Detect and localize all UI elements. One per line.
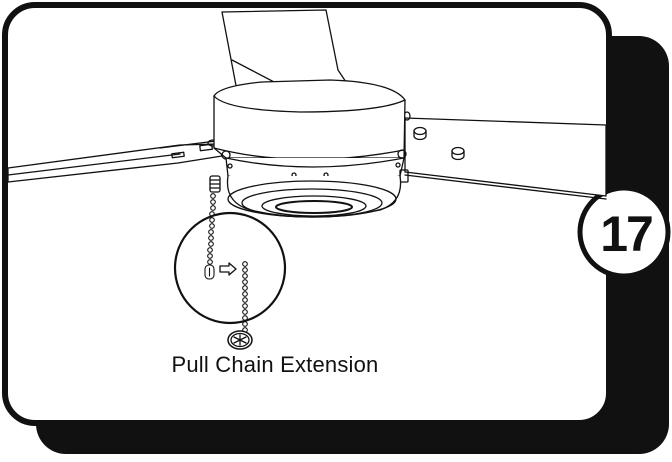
fan-blade-right: [403, 111, 607, 200]
motor-housing: [213, 79, 407, 161]
step-badge: [577, 185, 671, 279]
pull-chain-fitting: [209, 175, 221, 193]
insert-arrow-icon: [219, 262, 237, 276]
detail-callout: [173, 211, 287, 325]
pull-chain-icon: [204, 193, 216, 280]
step-number: 17: [600, 206, 654, 262]
fan-blade-left: [7, 139, 223, 183]
light-kit: [226, 175, 402, 218]
caption: Pull Chain Extension: [171, 352, 379, 377]
extension-chain-icon: [242, 261, 248, 333]
ceiling-fan-drawing: [7, 9, 607, 350]
pull-chain-pendant-icon: [227, 330, 253, 350]
